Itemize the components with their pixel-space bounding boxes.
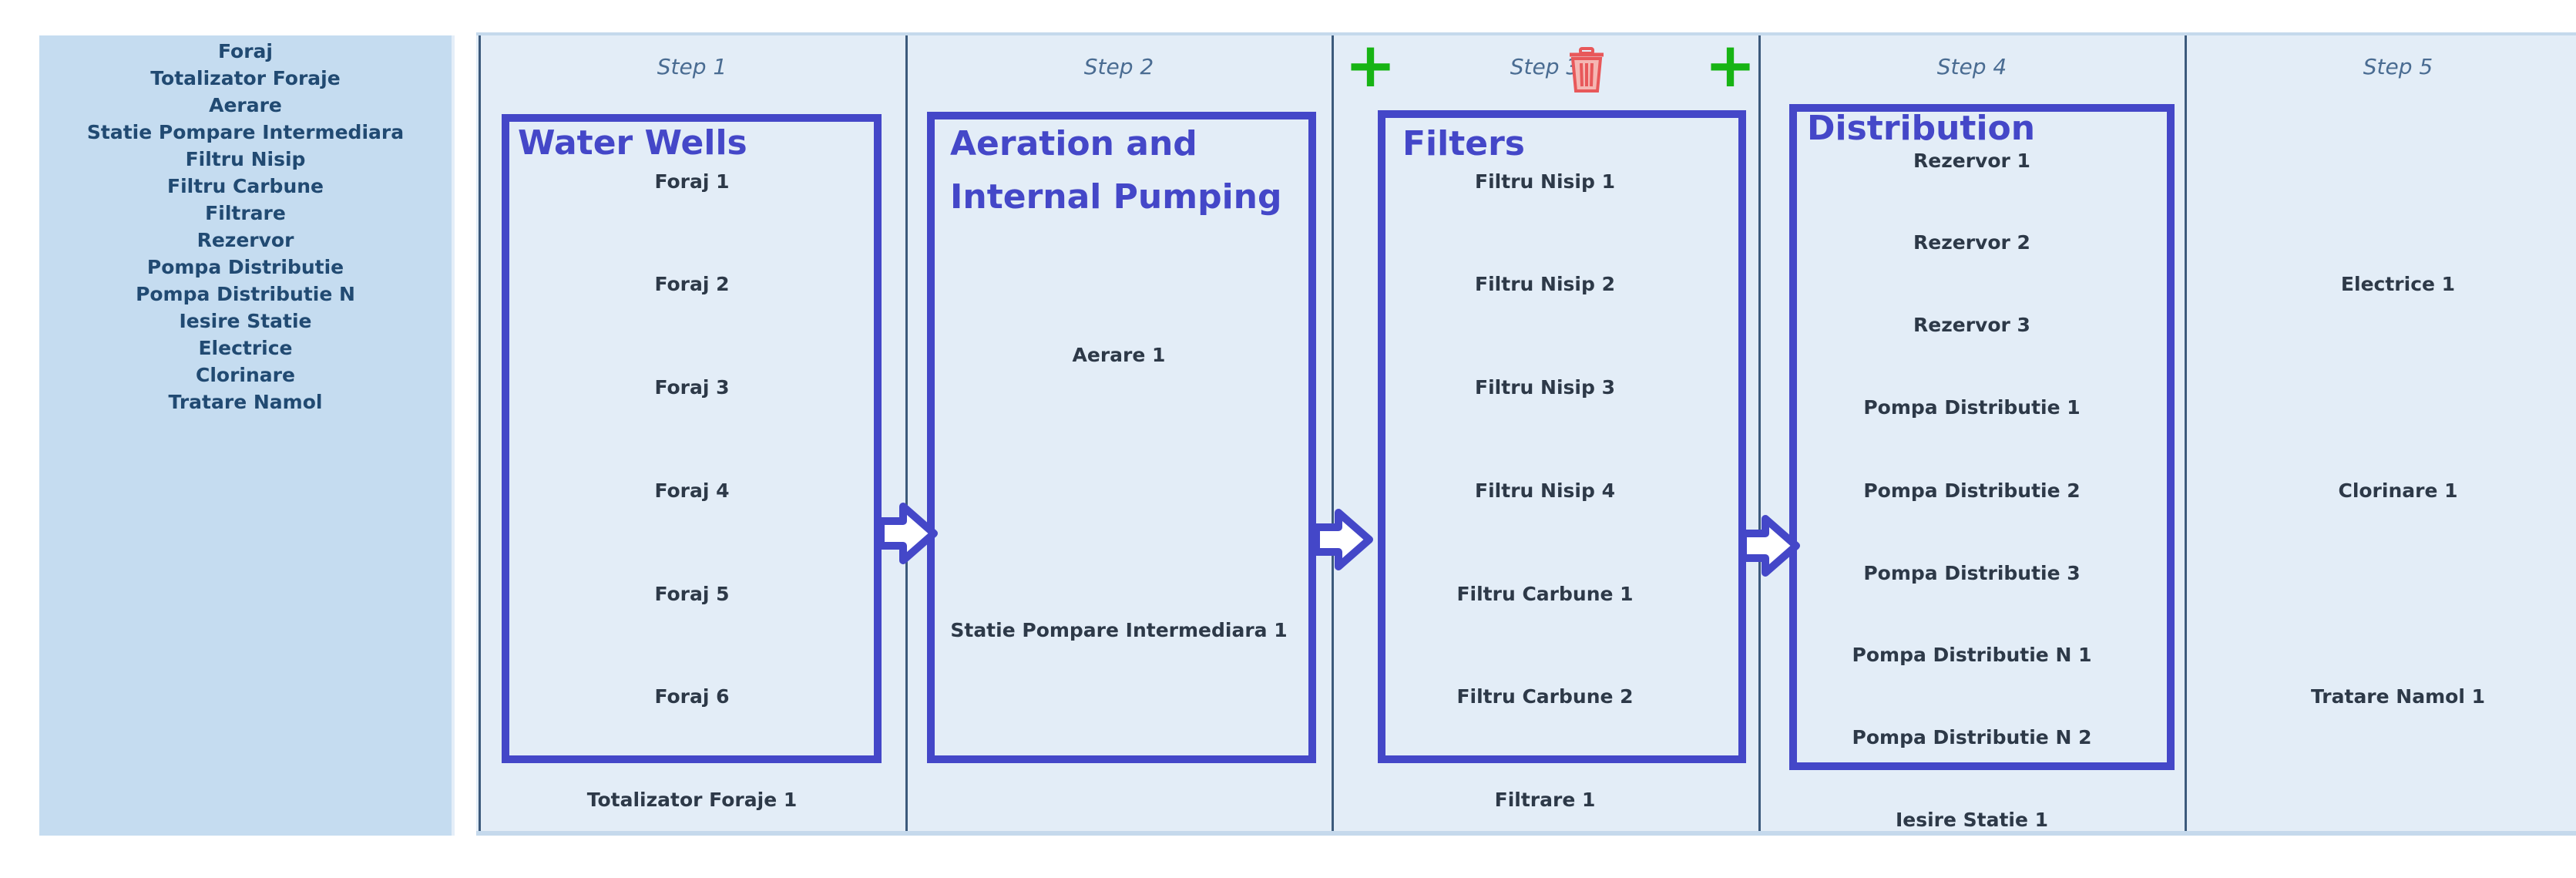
- palette-item-electrice[interactable]: Electrice: [198, 337, 293, 359]
- group-box-water-wells: [502, 114, 882, 763]
- palette-item-foraj[interactable]: Foraj: [217, 40, 273, 62]
- node-foraj-2[interactable]: Foraj 2: [654, 273, 730, 295]
- palette-item-iesire-statie[interactable]: Iesire Statie: [179, 310, 312, 332]
- node-iesire-statie-1[interactable]: Iesire Statie 1: [1895, 809, 2049, 831]
- step-1-title: Step 1: [657, 54, 727, 79]
- node-filtru-nisip-3[interactable]: Filtru Nisip 3: [1475, 376, 1615, 399]
- group-label-distribution: Distribution: [1807, 109, 2036, 148]
- palette-item-totalizator-foraje[interactable]: Totalizator Foraje: [150, 67, 341, 89]
- group-box-aeration: [927, 112, 1316, 763]
- add-step-after-button[interactable]: +: [1704, 35, 1756, 96]
- canvas-bottom-border: [476, 831, 2576, 836]
- palette-item-filtrare[interactable]: Filtrare: [205, 202, 286, 224]
- node-filtru-carbune-1[interactable]: Filtru Carbune 1: [1456, 583, 1634, 605]
- palette-item-aerare[interactable]: Aerare: [209, 94, 282, 116]
- step-4-title: Step 4: [1936, 54, 2007, 79]
- group-box-distribution: [1789, 104, 2175, 770]
- plus-icon: +: [1704, 29, 1757, 101]
- node-electrice-1[interactable]: Electrice 1: [2340, 273, 2456, 295]
- delete-step-button[interactable]: [1567, 46, 1607, 94]
- add-step-before-button[interactable]: +: [1345, 35, 1396, 96]
- step-divider: [905, 35, 908, 831]
- steps-canvas: [476, 35, 2576, 836]
- step-divider: [2185, 35, 2187, 831]
- component-palette: Foraj Totalizator Foraje Aerare Statie P…: [39, 35, 455, 836]
- flow-arrow-icon: [877, 503, 938, 564]
- node-rezervor-1[interactable]: Rezervor 1: [1913, 150, 2030, 172]
- group-label-filters: Filters: [1402, 124, 1525, 163]
- node-pompa-distributie-n-1[interactable]: Pompa Distributie N 1: [1852, 644, 2092, 666]
- group-label-water-wells: Water Wells: [518, 123, 747, 163]
- step-5-title: Step 5: [2363, 54, 2433, 79]
- node-pompa-distributie-n-2[interactable]: Pompa Distributie N 2: [1852, 726, 2092, 748]
- node-filtru-nisip-4[interactable]: Filtru Nisip 4: [1475, 479, 1615, 502]
- node-filtru-nisip-1[interactable]: Filtru Nisip 1: [1475, 170, 1615, 193]
- node-rezervor-2[interactable]: Rezervor 2: [1913, 231, 2030, 254]
- group-label-aeration-line2: Internal Pumping: [950, 177, 1282, 217]
- group-box-filters: [1378, 110, 1746, 763]
- node-rezervor-3[interactable]: Rezervor 3: [1913, 314, 2030, 336]
- node-foraj-5[interactable]: Foraj 5: [654, 583, 730, 605]
- step-divider: [479, 35, 481, 831]
- palette-item-filtru-carbune[interactable]: Filtru Carbune: [167, 175, 324, 197]
- palette-item-clorinare[interactable]: Clorinare: [196, 364, 295, 386]
- node-filtrare-1[interactable]: Filtrare 1: [1494, 789, 1596, 811]
- node-aerare-1[interactable]: Aerare 1: [1072, 344, 1166, 366]
- node-foraj-4[interactable]: Foraj 4: [654, 479, 730, 502]
- flow-arrow-icon: [1739, 515, 1800, 577]
- node-pompa-distributie-3[interactable]: Pompa Distributie 3: [1863, 562, 2081, 584]
- node-foraj-1[interactable]: Foraj 1: [654, 170, 730, 193]
- palette-item-tratare-namol[interactable]: Tratare Namol: [168, 391, 323, 413]
- step-divider: [1758, 35, 1761, 831]
- plus-icon: +: [1345, 29, 1397, 101]
- node-totalizator-foraje-1[interactable]: Totalizator Foraje 1: [586, 789, 798, 811]
- flow-arrow-icon: [1312, 509, 1373, 570]
- node-pompa-distributie-2[interactable]: Pompa Distributie 2: [1863, 479, 2081, 502]
- palette-item-filtru-nisip[interactable]: Filtru Nisip: [185, 148, 306, 170]
- node-pompa-distributie-1[interactable]: Pompa Distributie 1: [1863, 396, 2081, 419]
- node-foraj-3[interactable]: Foraj 3: [654, 376, 730, 399]
- palette-item-pompa-distributie-n[interactable]: Pompa Distributie N: [136, 283, 355, 305]
- palette-item-pompa-distributie[interactable]: Pompa Distributie: [146, 256, 344, 278]
- node-statie-pompare-intermediara-1[interactable]: Statie Pompare Intermediara 1: [950, 619, 1288, 641]
- step-3-title: Step 3: [1510, 54, 1580, 79]
- palette-item-statie-pompare-intermediara[interactable]: Statie Pompare Intermediara: [86, 121, 405, 143]
- node-tratare-namol-1[interactable]: Tratare Namol 1: [2310, 685, 2485, 708]
- step-2-title: Step 2: [1083, 54, 1154, 79]
- palette-item-rezervor[interactable]: Rezervor: [196, 229, 294, 251]
- canvas-top-border: [476, 32, 2576, 35]
- node-foraj-6[interactable]: Foraj 6: [654, 685, 730, 708]
- step-divider: [1332, 35, 1334, 831]
- node-filtru-carbune-2[interactable]: Filtru Carbune 2: [1456, 685, 1634, 708]
- node-clorinare-1[interactable]: Clorinare 1: [2338, 479, 2458, 502]
- group-label-aeration-line1: Aeration and: [950, 124, 1197, 163]
- node-filtru-nisip-2[interactable]: Filtru Nisip 2: [1475, 273, 1615, 295]
- trash-icon: [1570, 47, 1604, 93]
